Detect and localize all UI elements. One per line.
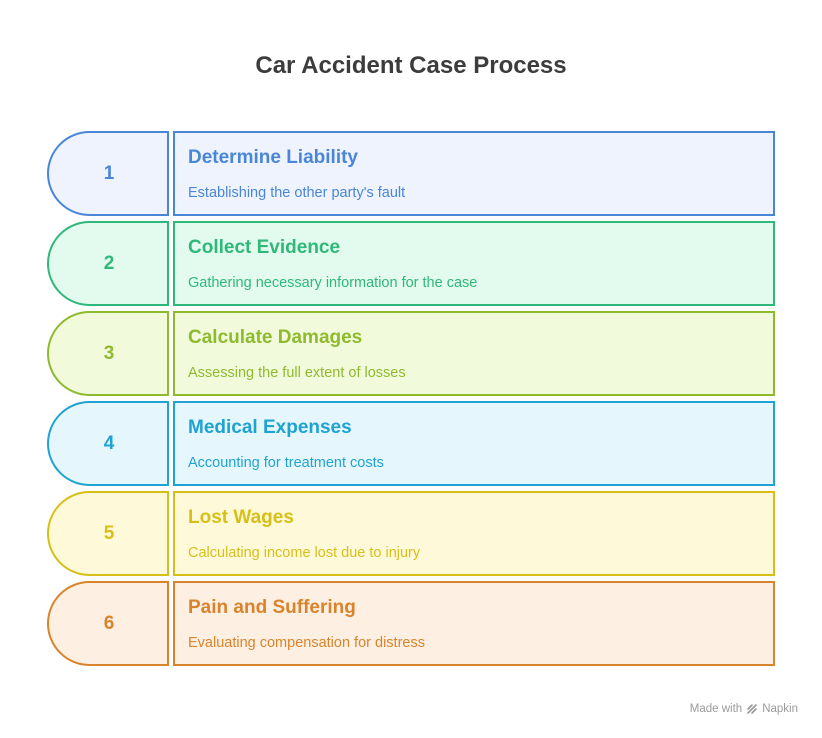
step-number-tab: 3 (47, 311, 169, 396)
step-title: Pain and Suffering (188, 597, 356, 618)
step-title: Determine Liability (188, 147, 358, 168)
step-card: Determine Liability Establishing the oth… (173, 131, 775, 216)
step-1: 1 Determine Liability Establishing the o… (47, 131, 775, 216)
step-title: Collect Evidence (188, 237, 341, 258)
step-6: 6 Pain and Suffering Evaluating compensa… (47, 581, 775, 666)
step-number-tab: 5 (47, 491, 169, 576)
step-title: Calculate Damages (188, 327, 363, 348)
napkin-logo-icon (747, 704, 757, 714)
step-number-tab: 2 (47, 221, 169, 306)
step-number: 6 (103, 612, 115, 634)
step-2: 2 Collect Evidence Gathering necessary i… (47, 221, 775, 306)
step-card: Medical Expenses Accounting for treatmen… (173, 401, 775, 486)
step-card: Collect Evidence Gathering necessary inf… (173, 221, 775, 306)
step-title: Medical Expenses (188, 417, 352, 438)
step-3: 3 Calculate Damages Assessing the full e… (47, 311, 775, 396)
step-description: Establishing the other party's fault (188, 185, 406, 201)
step-description: Evaluating compensation for distress (188, 635, 425, 651)
step-description: Calculating income lost due to injury (188, 545, 421, 561)
step-number: 2 (103, 252, 115, 274)
page-title: Car Accident Case Process (255, 52, 567, 79)
step-number: 4 (103, 432, 115, 454)
step-description: Accounting for treatment costs (188, 455, 384, 471)
made-with-label: Made with (689, 703, 743, 715)
step-number-tab: 6 (47, 581, 169, 666)
step-card: Pain and Suffering Evaluating compensati… (173, 581, 775, 666)
step-description: Gathering necessary information for the … (188, 275, 478, 291)
step-number: 5 (103, 522, 115, 544)
step-card: Calculate Damages Assessing the full ext… (173, 311, 775, 396)
step-title: Lost Wages (188, 507, 294, 528)
step-number: 1 (103, 162, 115, 184)
made-with-napkin-footer[interactable]: Made with Napkin (690, 703, 798, 715)
step-5: 5 Lost Wages Calculating income lost due… (47, 491, 775, 576)
step-card: Lost Wages Calculating income lost due t… (173, 491, 775, 576)
step-number-tab: 1 (47, 131, 169, 216)
step-number-tab: 4 (47, 401, 169, 486)
step-number: 3 (103, 342, 115, 364)
step-4: 4 Medical Expenses Accounting for treatm… (47, 401, 775, 486)
step-description: Assessing the full extent of losses (188, 365, 406, 381)
napkin-brand: Napkin (762, 703, 798, 715)
